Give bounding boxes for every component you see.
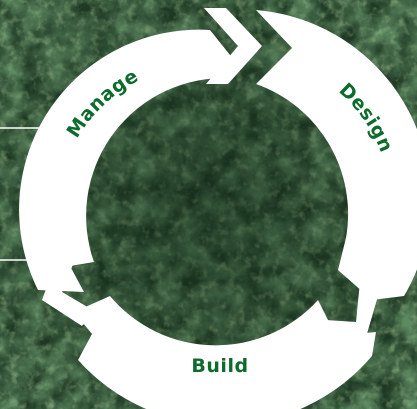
chevron-bottom-right-icon — [316, 282, 378, 344]
chevrons — [42, 8, 378, 344]
segment-build — [74, 296, 376, 409]
segment-manage — [19, 29, 238, 292]
chevron-top-icon — [204, 8, 262, 84]
label-build: Build — [191, 355, 248, 377]
label-build-text: Build — [191, 355, 248, 377]
chevron-left-icon — [42, 262, 96, 326]
segment-design — [256, 10, 417, 300]
